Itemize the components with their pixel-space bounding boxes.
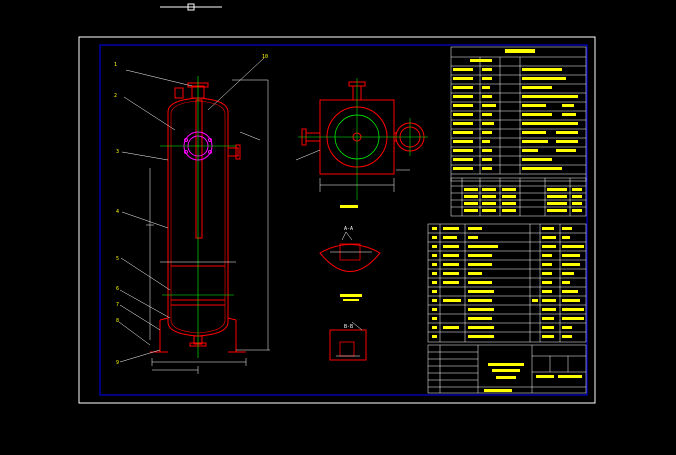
callout-4: 4 [116, 209, 119, 215]
parts-list-table [427, 223, 587, 343]
paper-frame [78, 36, 596, 404]
top-view-label [340, 205, 358, 208]
technical-data-table [450, 46, 587, 182]
vessel-top-view [301, 81, 425, 175]
technical-data-text [453, 49, 578, 170]
callout-6: 6 [116, 286, 119, 292]
top-view-centerlines [298, 78, 428, 200]
title-block-text [484, 363, 582, 392]
top-view-dimensions [295, 149, 410, 192]
nozzle-table-text [464, 188, 582, 212]
callout-9: 9 [116, 360, 119, 366]
detail-2-mark: B-B [344, 324, 353, 330]
dimension-lines [146, 79, 270, 374]
centerlines [160, 76, 236, 358]
toolbar-slider[interactable] [160, 3, 222, 11]
detail-1-label-2 [343, 299, 359, 301]
callout-7: 7 [116, 302, 119, 308]
callout-1: 1 [114, 62, 117, 68]
callout-labels: 1 2 3 4 5 6 7 8 9 10 [114, 54, 268, 366]
leader-lines [118, 57, 265, 363]
detail-1-label [340, 294, 362, 297]
callout-10: 10 [262, 54, 268, 60]
drawing-border [99, 44, 588, 396]
detail-1-mark: A-A [344, 226, 353, 232]
callout-8: 8 [116, 318, 119, 324]
parts-list-text [432, 227, 584, 338]
callout-5: 5 [116, 256, 119, 262]
nozzle-table [450, 177, 587, 217]
detail-weld-1 [319, 231, 381, 272]
detail-weld-2 [329, 321, 367, 361]
callout-3: 3 [116, 149, 119, 155]
title-block [427, 344, 587, 394]
callout-2: 2 [114, 93, 117, 99]
